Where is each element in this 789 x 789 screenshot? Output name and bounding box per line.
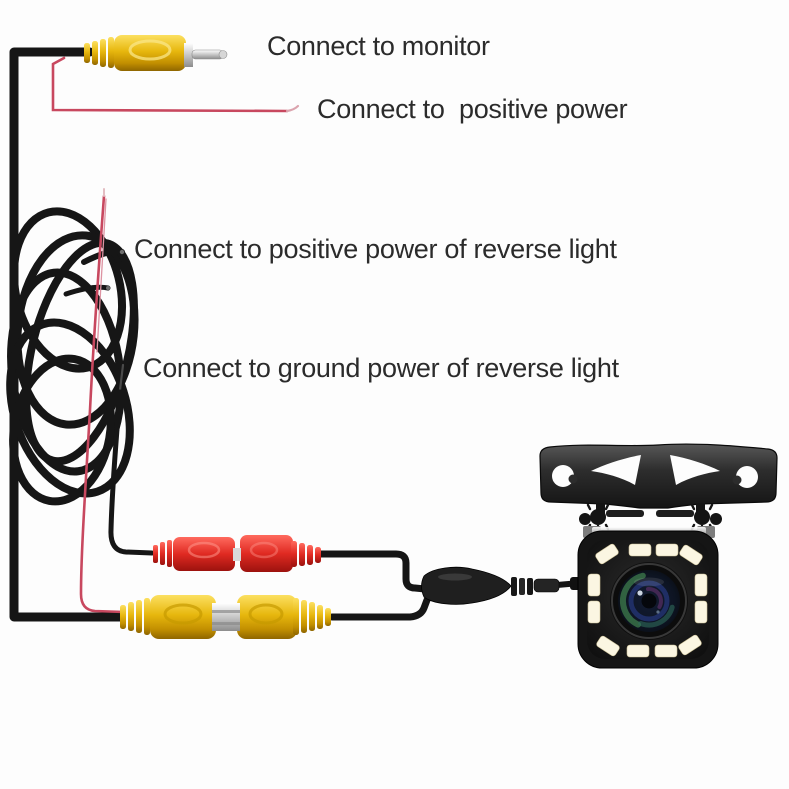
led-ring-icon: [587, 543, 708, 658]
yellow-connector-pair-icon: [120, 595, 331, 639]
red-power-wires: [51, 56, 300, 614]
rca-male-plug-icon: [84, 35, 228, 71]
mounting-bracket-icon: [539, 443, 778, 532]
ground-wire: [108, 363, 155, 556]
camera-lens-icon: [610, 562, 688, 640]
reverse-camera-icon: [570, 526, 719, 669]
label-connect-to-positive-power: Connect to positive power: [317, 94, 628, 124]
main-cable-run: [9, 47, 583, 622]
label-connect-to-reverse-light-positive: Connect to positive power of reverse lig…: [134, 234, 617, 264]
label-connect-to-reverse-light-ground: Connect to ground power of reverse light: [143, 353, 619, 383]
cable-coil-icon: [6, 207, 139, 506]
red-connector-pair-icon: [153, 535, 321, 572]
label-connect-to-monitor: Connect to monitor: [267, 31, 490, 61]
cable-splitter-icon: [421, 566, 560, 605]
